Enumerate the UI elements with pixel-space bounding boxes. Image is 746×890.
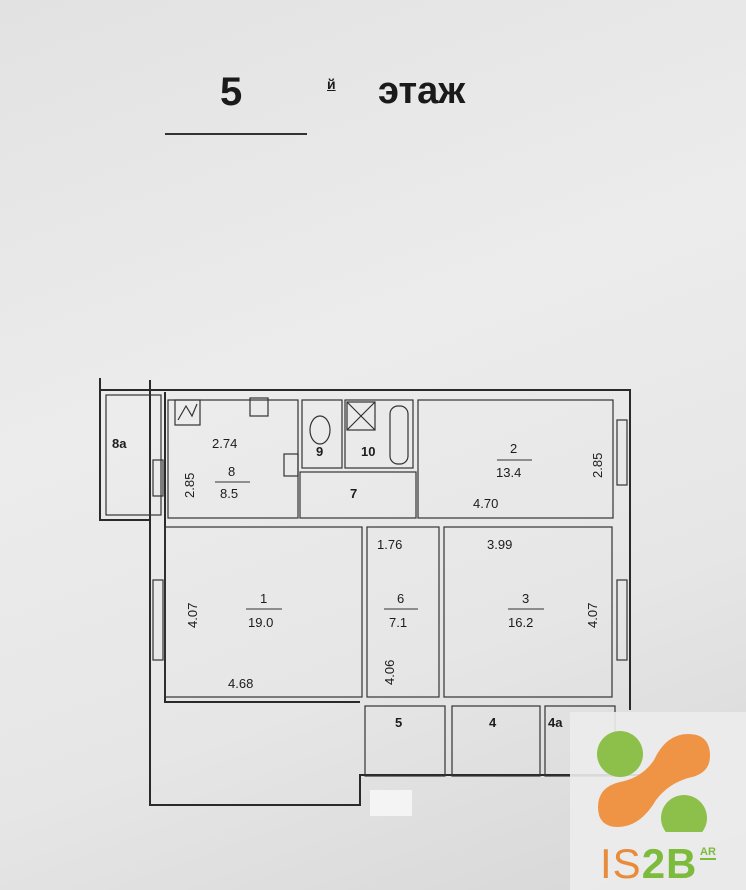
room-9 [301, 399, 343, 469]
room-label: 6 [397, 591, 404, 606]
room-area: 8.5 [220, 486, 238, 501]
room-7 [299, 471, 417, 519]
room-10 [344, 399, 414, 469]
room-label: 7 [350, 486, 357, 501]
room-2 [417, 399, 614, 519]
room-label: 5 [395, 715, 402, 730]
room-area: 16.2 [508, 615, 533, 630]
dimension-label: 4.68 [228, 676, 253, 691]
dimension-label: 2.85 [182, 473, 197, 498]
dimension-label: 3.99 [487, 537, 512, 552]
cabinet-icon [283, 453, 299, 477]
window [616, 579, 628, 661]
window [152, 459, 164, 497]
logo-text-is: IS [600, 840, 642, 887]
room-area: 13.4 [496, 465, 521, 480]
sink-icon [249, 397, 269, 417]
room-label: 4a [548, 715, 563, 730]
room-1 [164, 526, 363, 698]
toilet-icon [309, 415, 331, 445]
window [152, 579, 164, 661]
shower-icon [346, 401, 376, 431]
room-6 [366, 526, 440, 698]
room-label: 8 [228, 464, 235, 479]
blank-patch [370, 790, 412, 816]
dimension-label: 4.07 [585, 603, 600, 628]
dimension-label: 2.74 [212, 436, 237, 451]
dimension-label: 1.76 [377, 537, 402, 552]
dimension-label: 4.07 [185, 603, 200, 628]
room-label: 4 [489, 715, 497, 730]
stove-icon [174, 399, 201, 426]
room-area: 7.1 [389, 615, 407, 630]
title-underline [165, 133, 307, 135]
room-label: 9 [316, 444, 323, 459]
logo-superscript: AR [700, 846, 716, 860]
logo-mark-icon [597, 731, 710, 841]
floor-number: 5 [220, 70, 243, 114]
room-label: 3 [522, 591, 529, 606]
floor-suffix: й [327, 76, 336, 92]
bathtub-icon [389, 405, 409, 465]
room-area: 19.0 [248, 615, 273, 630]
is2b-logo: IS2B AR [570, 712, 746, 890]
dimension-label: 2.85 [590, 453, 605, 478]
window [616, 419, 628, 486]
walls [99, 378, 640, 816]
room-3 [443, 526, 613, 698]
dimension-label: 4.70 [473, 496, 498, 511]
floor-word: этаж [378, 70, 466, 112]
logo-text-2b: 2B [641, 840, 698, 887]
dimension-label: 4.06 [382, 660, 397, 685]
room-8a [105, 394, 162, 516]
room-5 [364, 705, 446, 777]
room-label: 1 [260, 591, 267, 606]
room-label: 2 [510, 441, 517, 456]
room-label: 8a [112, 436, 127, 451]
room-4 [451, 705, 541, 777]
room-label: 10 [361, 444, 375, 459]
